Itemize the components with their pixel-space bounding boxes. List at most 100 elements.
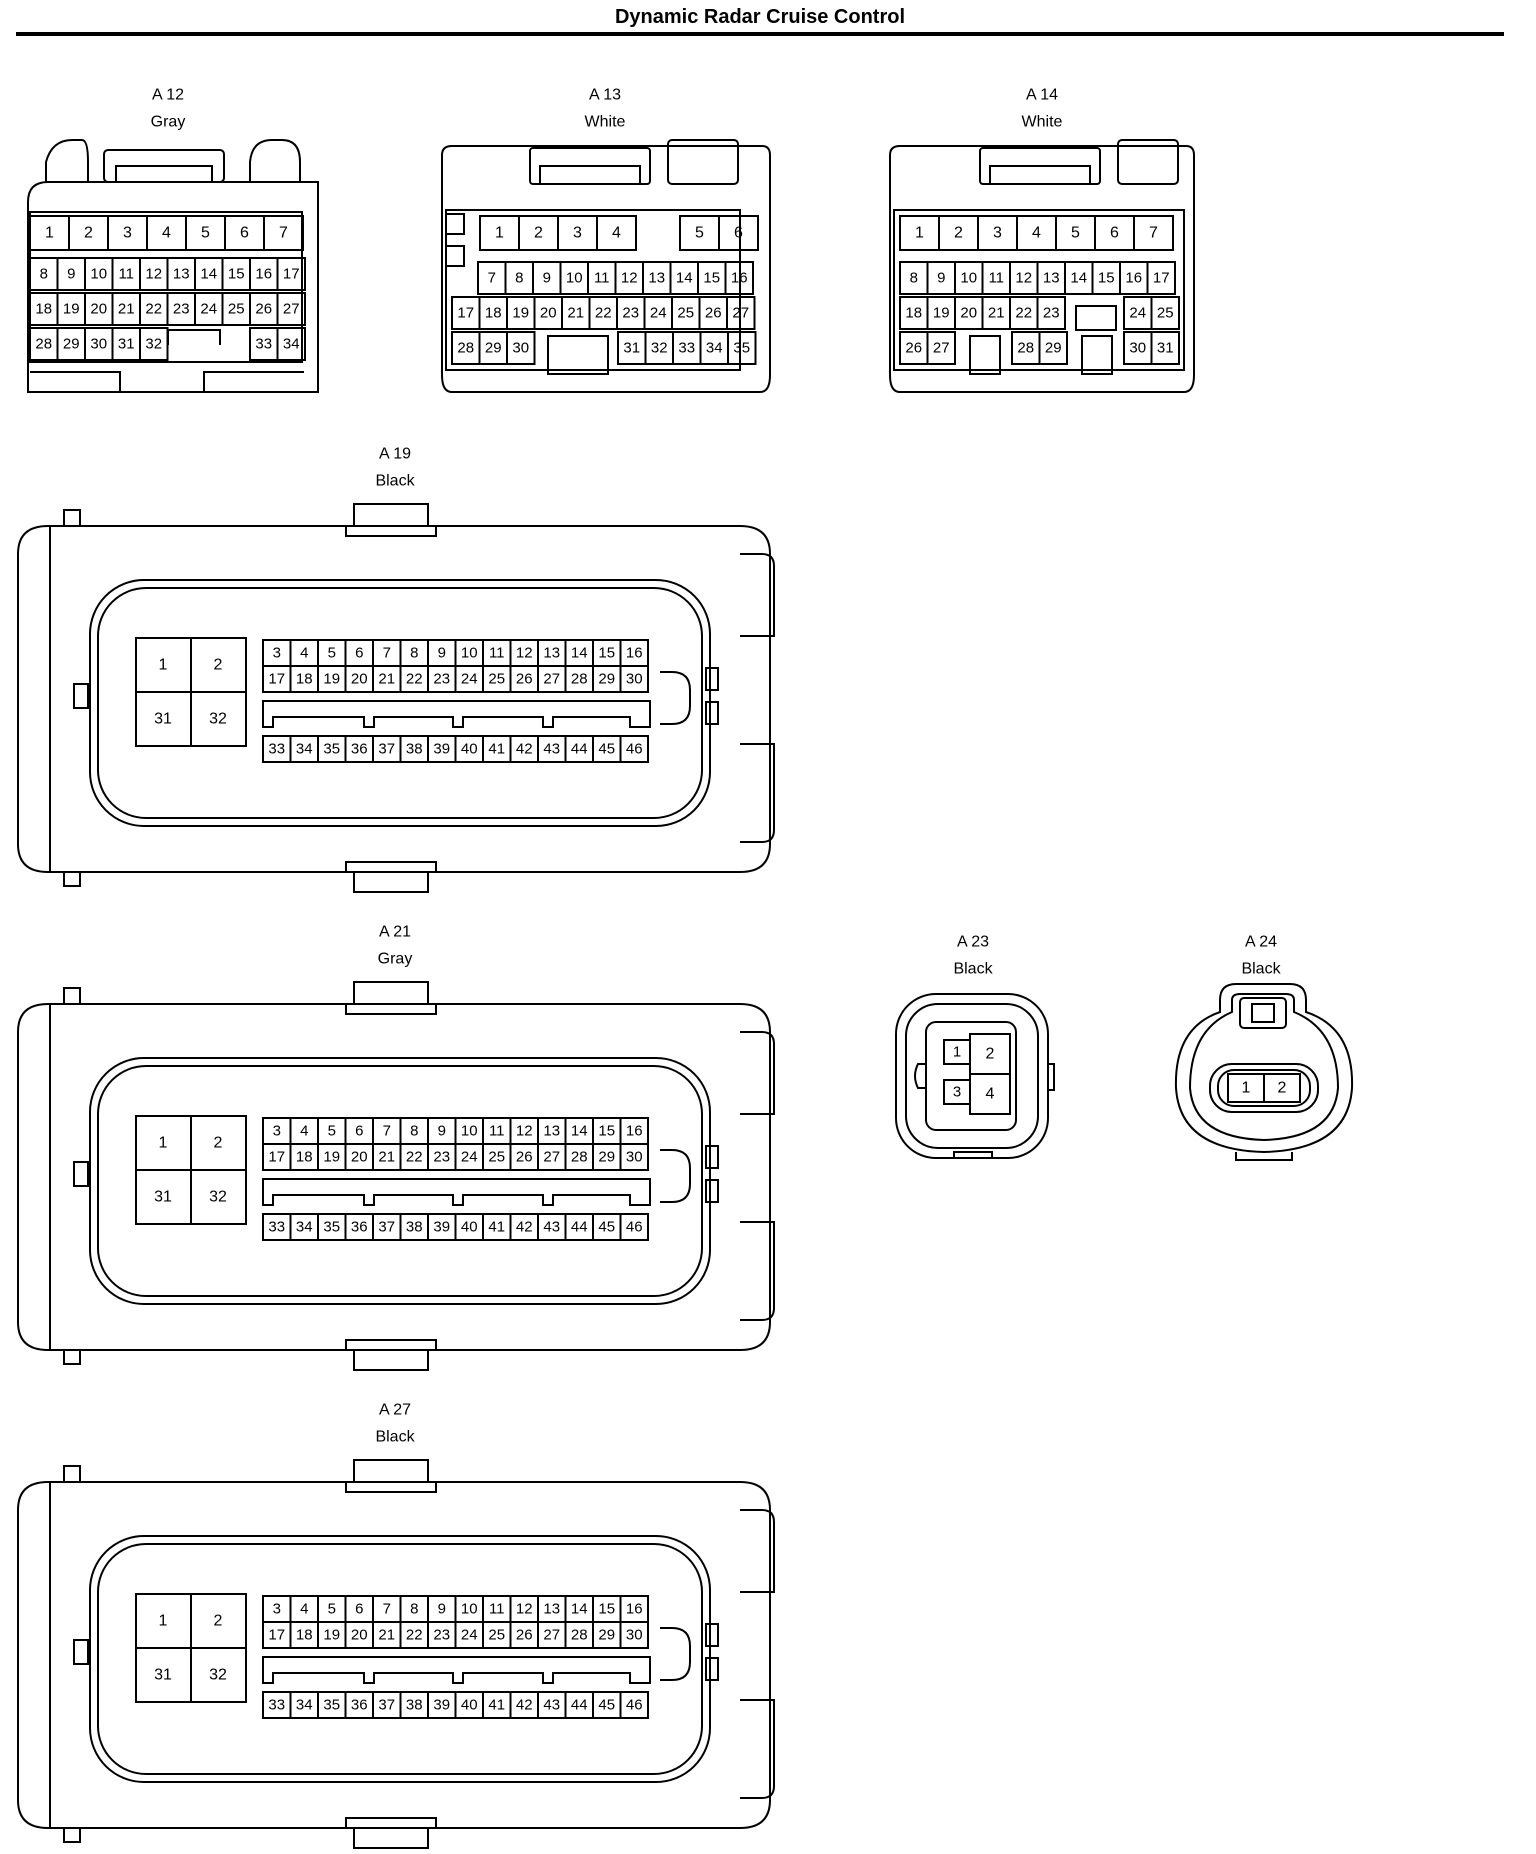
key-bump	[914, 1063, 926, 1089]
pin-number: 31	[154, 711, 172, 728]
latch-tab	[353, 1349, 429, 1371]
pin-number: 13	[648, 270, 665, 287]
pin-number: 1	[495, 225, 504, 242]
pin-cell	[1036, 296, 1066, 330]
pin-number: 12	[145, 266, 162, 283]
pin-number: 26	[705, 305, 722, 322]
pin-number: 14	[200, 266, 217, 283]
housing-outline	[1174, 983, 1354, 1154]
housing-outline	[17, 1481, 771, 1829]
pin-number: 11	[988, 270, 1004, 287]
connector-code: A 27	[379, 1402, 411, 1419]
pin-number: 18	[905, 305, 922, 322]
pin-number: 25	[1157, 305, 1174, 322]
pin-number: 6	[734, 225, 743, 242]
pin-cell	[727, 331, 757, 365]
pin-number: 18	[485, 305, 502, 322]
pin-number: 21	[378, 1627, 395, 1644]
pin-number: 20	[351, 671, 368, 688]
housing-outline	[1188, 993, 1340, 1142]
pin-cell	[1133, 215, 1174, 251]
housing-outline	[27, 181, 319, 393]
housing-outline	[925, 1021, 1017, 1131]
pin-number: 31	[1157, 340, 1174, 357]
receptacle-outline	[89, 1057, 711, 1305]
pin-number: 12	[621, 270, 638, 287]
pin-number: 32	[209, 1189, 227, 1206]
pin-number: 4	[612, 225, 621, 242]
latch-tab	[63, 1465, 81, 1483]
pin-number: 32	[145, 336, 162, 353]
pin-number: 1	[159, 1135, 168, 1152]
pin-cell	[619, 735, 649, 763]
pin-number: 44	[571, 1697, 588, 1714]
pin-number: 12	[516, 1123, 533, 1140]
latch-tab	[73, 1639, 89, 1665]
pin-number: 36	[351, 741, 368, 758]
pin-number: 15	[598, 1601, 615, 1618]
pin-number: 5	[695, 225, 704, 242]
latch-tab	[63, 1349, 81, 1365]
key-slot	[547, 335, 609, 375]
pin-cell	[1263, 1073, 1301, 1103]
pin-number: 16	[626, 1123, 643, 1140]
latch-tab	[345, 1817, 437, 1829]
pin-number: 36	[351, 1219, 368, 1236]
pin-number: 34	[296, 1697, 313, 1714]
pin-number: 2	[1278, 1080, 1287, 1097]
connector-color: Black	[375, 473, 415, 490]
pin-number: 2	[214, 1135, 223, 1152]
pin-number: 29	[598, 671, 615, 688]
pin-number: 33	[255, 336, 272, 353]
pin-number: 14	[571, 1123, 588, 1140]
pin-cell	[506, 331, 536, 365]
pin-number: 26	[255, 301, 272, 318]
latch-tab	[73, 1161, 89, 1187]
pin-cell	[718, 215, 759, 251]
connector-color: Black	[1241, 961, 1281, 978]
pin-number: 11	[489, 1123, 505, 1140]
pin-number: 17	[268, 1149, 285, 1166]
pin-cell	[969, 1073, 1011, 1115]
pin-number: 7	[383, 645, 391, 662]
pin-number: 45	[598, 741, 615, 758]
pin-number: 40	[461, 1697, 478, 1714]
receptacle-outline	[1209, 1063, 1319, 1113]
pin-cell	[1150, 296, 1180, 330]
pin-number: 7	[383, 1601, 391, 1618]
pin-number: 2	[84, 225, 93, 242]
pin-number: 21	[988, 305, 1005, 322]
pin-number: 7	[279, 225, 288, 242]
pin-number: 14	[571, 1601, 588, 1618]
housing-outline	[1117, 139, 1179, 185]
pin-number: 36	[351, 1697, 368, 1714]
pin-number: 20	[540, 305, 557, 322]
connector-code: A 13	[589, 87, 621, 104]
latch-tab	[1235, 1152, 1293, 1161]
pin-number: 34	[283, 336, 300, 353]
pin-number: 9	[543, 270, 551, 287]
connector-color: Black	[375, 1429, 415, 1446]
pin-number: 41	[488, 1219, 505, 1236]
pin-cell	[263, 215, 304, 251]
pin-number: 25	[488, 1149, 505, 1166]
pin-number: 15	[1098, 270, 1115, 287]
pin-number: 13	[543, 1601, 560, 1618]
pin-number: 23	[622, 305, 639, 322]
pin-number: 46	[626, 1697, 643, 1714]
pin-number: 22	[406, 1149, 423, 1166]
pin-number: 25	[488, 1627, 505, 1644]
pin-number: 18	[296, 671, 313, 688]
pin-number: 31	[118, 336, 135, 353]
latch-tab	[705, 1179, 719, 1203]
connector-code: A 14	[1026, 87, 1058, 104]
pin-number: 26	[516, 1149, 533, 1166]
receptacle-outline	[89, 579, 711, 827]
pin-number: 43	[543, 1697, 560, 1714]
connector-color: Gray	[378, 951, 413, 968]
pin-number: 10	[461, 1123, 478, 1140]
pin-number: 1	[159, 657, 168, 674]
pin-number: 18	[35, 301, 52, 318]
pin-number: 42	[516, 1697, 533, 1714]
